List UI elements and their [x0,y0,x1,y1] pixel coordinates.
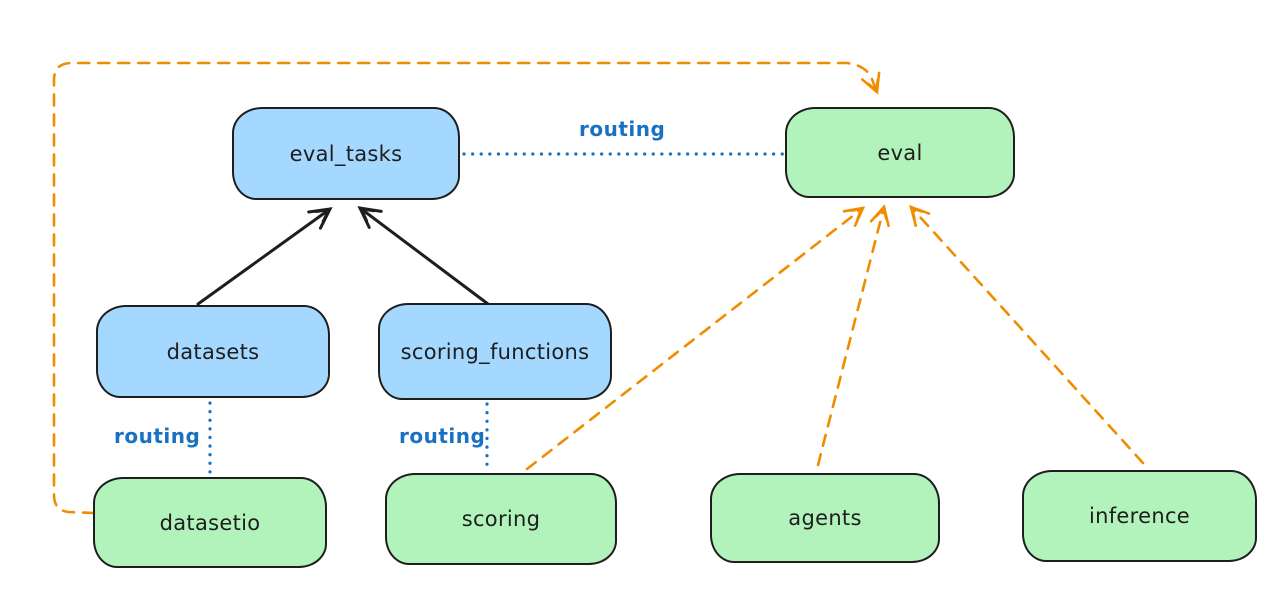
node-inference-label: inference [1088,504,1191,528]
node-eval-tasks-label: eval_tasks [289,141,403,166]
edge-inference-eval [909,204,1145,465]
edge-datasetio-eval [52,61,881,515]
edge-scoring-eval [525,206,866,471]
routing-label-datasets-datasetio: routing [114,424,201,448]
node-inference: inference [1022,470,1257,562]
routing-label-eval-tasks-eval: routing [579,117,666,141]
node-eval-label: eval [877,140,923,165]
node-datasets: datasets [96,305,330,398]
edge-datasets-eval_tasks [196,207,333,306]
node-scoring-label: scoring [461,507,541,531]
node-datasets-label: datasets [166,339,260,364]
node-datasetio: datasetio [93,477,327,568]
routing-label-scoring-functions-scoring: routing [399,424,486,448]
node-agents-label: agents [788,506,862,530]
node-datasetio-label: datasetio [159,510,261,535]
edge-agents-eval [816,204,890,467]
node-eval: eval [785,107,1015,198]
node-scoring: scoring [385,473,617,565]
node-scoring-functions: scoring_functions [378,303,612,400]
node-agents: agents [710,473,940,563]
node-scoring-functions-label: scoring_functions [400,339,590,364]
node-eval-tasks: eval_tasks [232,107,460,200]
edge-scoring_functions-eval_tasks [357,206,490,306]
